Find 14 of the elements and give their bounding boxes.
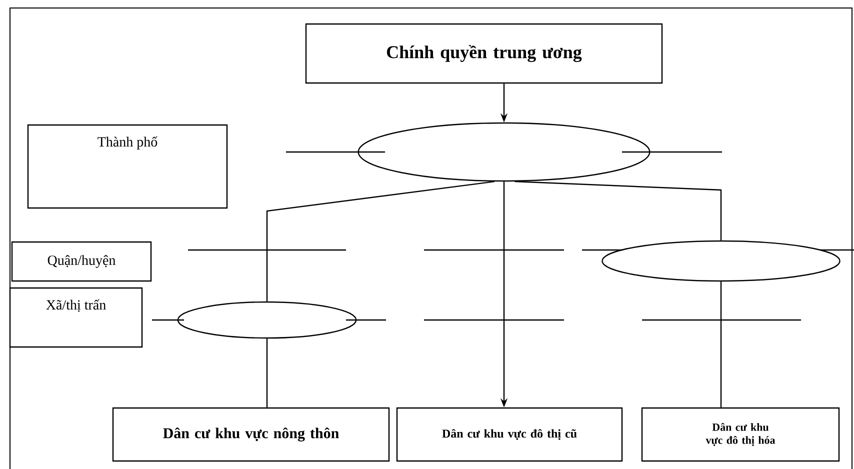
level-box: Xã/thị trấn [9,287,143,348]
population-box: Dân cư khu vực đô thị hóa [641,407,840,462]
ellipse [358,122,650,182]
connector [266,180,494,302]
level-box: Thành phố [27,124,228,209]
connector [720,282,722,408]
ellipse [177,301,357,339]
connector [266,338,268,408]
connector [514,180,722,240]
level-box: Quận/huyện [11,241,152,282]
title-box: Chính quyền trung ương [305,23,663,84]
population-box: Dân cư khu vực nông thôn [112,407,390,462]
population-box: Dân cư khu vực đô thị cũ [396,407,623,462]
ellipse [602,240,840,282]
